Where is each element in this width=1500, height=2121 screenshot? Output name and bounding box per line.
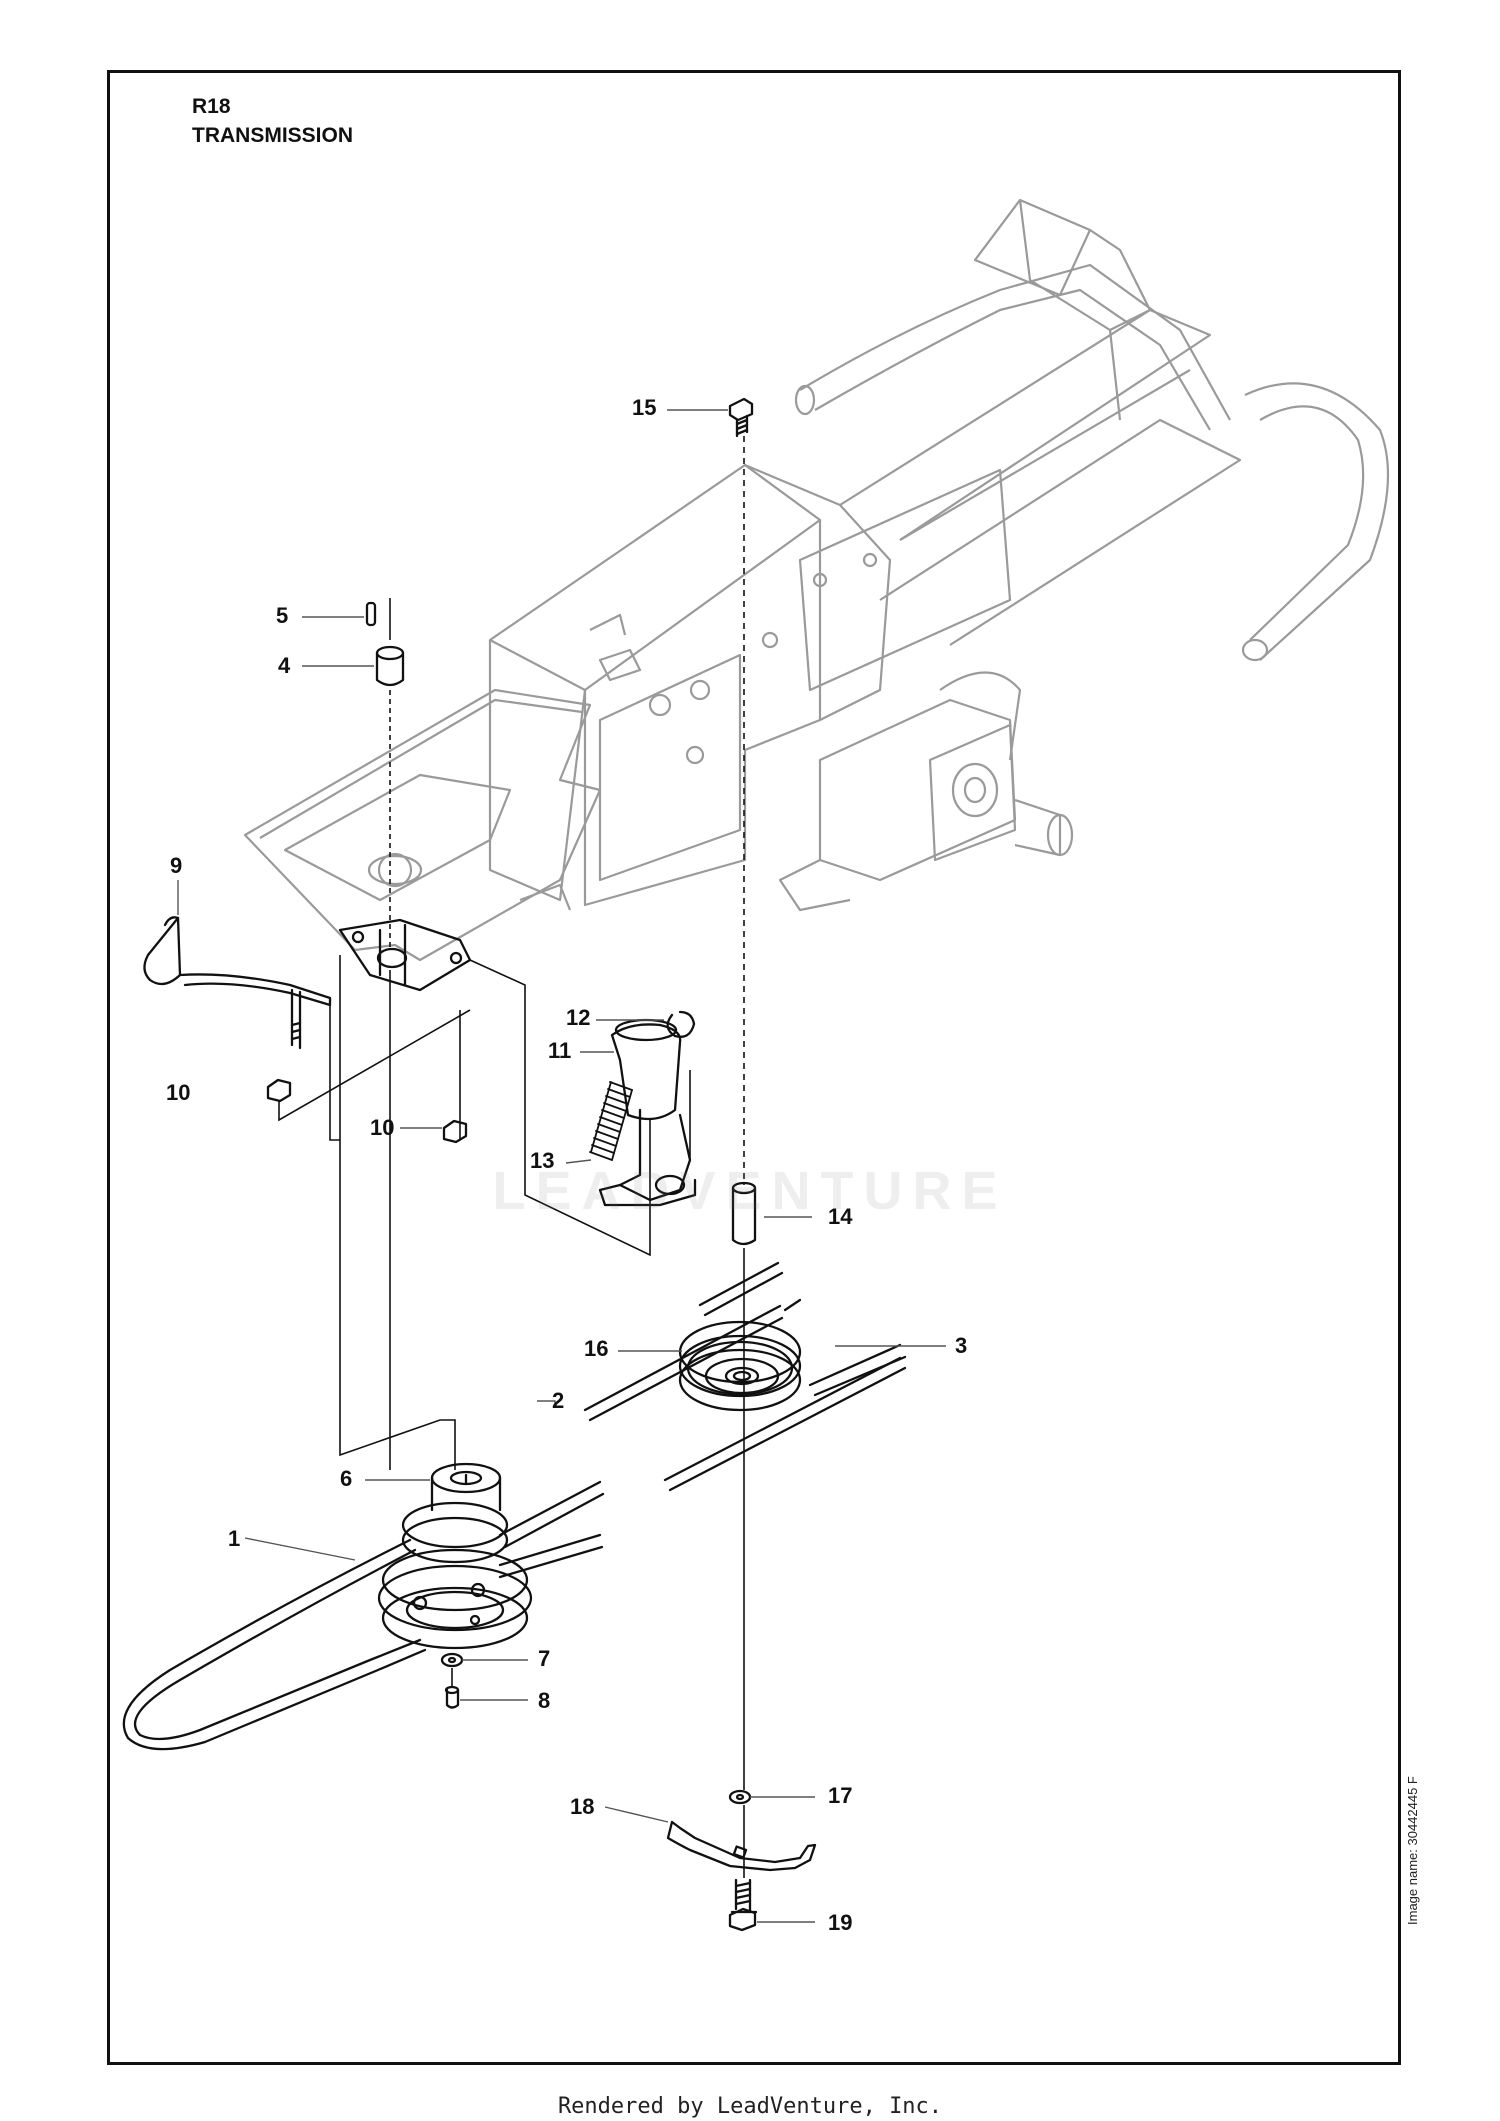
callout-10-b: 10 — [370, 1115, 395, 1140]
watermark-text: LEADVENTURE — [492, 1161, 1008, 1221]
part-14-sleeve — [731, 1181, 757, 1246]
callout-11: 11 — [548, 1038, 572, 1063]
part-10-nut-b — [442, 1119, 468, 1144]
part-6-hub — [430, 1462, 502, 1512]
callout-15: 15 — [632, 395, 657, 420]
part-2-belt — [583, 1298, 802, 1422]
callout-19: 19 — [828, 1910, 853, 1935]
part-17-washer — [728, 1789, 752, 1805]
model-label: R18 — [192, 95, 231, 118]
callout-16: 16 — [584, 1336, 609, 1361]
callout-7: 7 — [538, 1646, 551, 1671]
leader-lines — [177, 409, 946, 1923]
callout-2: 2 — [552, 1388, 565, 1413]
diagram-frame — [107, 70, 1401, 2065]
part-7-washer-hole — [447, 1656, 457, 1664]
part-5-key — [365, 601, 377, 627]
callout-14: 14 — [828, 1204, 853, 1229]
part-19-bolt — [728, 1878, 758, 1932]
part-7-washer — [440, 1652, 464, 1668]
callout-9: 9 — [170, 853, 183, 878]
part-15-bolt — [728, 397, 754, 438]
callout-6: 6 — [340, 1466, 353, 1491]
image-name-label: Image name: 30442445 F — [1405, 1776, 1420, 1925]
callout-3: 3 — [955, 1333, 968, 1358]
part-8-bolt — [444, 1685, 460, 1709]
callout-8: 8 — [538, 1688, 551, 1713]
idler-bracket — [338, 918, 472, 992]
chassis-frame — [243, 198, 1390, 962]
callout-10-a: 10 — [166, 1080, 191, 1105]
part-16-idler-pulley — [678, 1320, 802, 1412]
assembly-lines — [278, 436, 745, 1878]
callout-17: 17 — [828, 1783, 853, 1808]
part-17-washer-hole — [735, 1793, 745, 1801]
part-10-nut-a — [266, 1078, 292, 1103]
footer-credit: Rendered by LeadVenture, Inc. — [557, 2094, 943, 2119]
part-9-rod — [143, 916, 332, 1050]
callout-13: 13 — [530, 1148, 555, 1173]
part-13-spring — [589, 1081, 633, 1161]
callout-1: 1 — [228, 1526, 241, 1551]
part-1-belt — [122, 1480, 605, 1751]
callout-5: 5 — [276, 603, 289, 628]
diagram-title: TRANSMISSION — [192, 124, 354, 147]
part-18-bracket — [666, 1820, 817, 1872]
callout-4: 4 — [278, 653, 291, 678]
callout-12: 12 — [566, 1005, 591, 1030]
part-4-spacer — [375, 645, 405, 687]
callout-18: 18 — [570, 1794, 595, 1819]
part-3-belt — [663, 1261, 907, 1492]
drive-pulley — [377, 1501, 533, 1650]
